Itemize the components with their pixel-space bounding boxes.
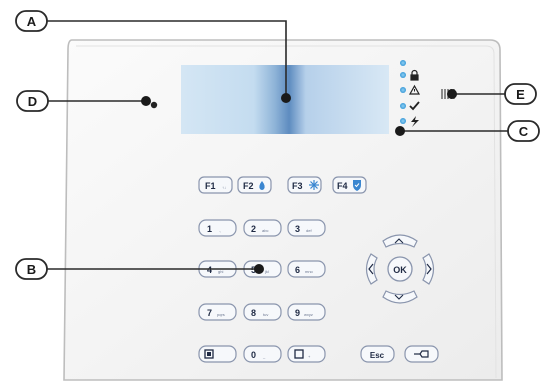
svg-text:8: 8 [251,308,256,318]
ok-button[interactable]: OK [387,256,413,282]
key-6[interactable]: 6 mno [287,260,326,278]
home-icon [394,238,404,244]
svg-text:9: 9 [295,308,300,318]
svg-text:4: 4 [207,265,212,275]
svg-text:abc: abc [262,228,268,233]
lock-icon [410,69,419,81]
callout-a: A [15,10,48,32]
nav-up-button[interactable] [382,234,418,248]
svg-text:3: 3 [295,224,300,234]
callout-e: E [504,83,537,105]
arrow-left-icon [368,263,374,275]
svg-text:F2: F2 [243,181,254,191]
square-icon [294,349,304,359]
svg-text:tuv: tuv [263,312,268,317]
key-0[interactable]: 0 _ [243,345,282,363]
menu-icon [204,349,214,359]
led-icon [400,118,406,124]
callout-target-c [395,126,405,136]
home-down-icon [394,294,404,300]
key-3[interactable]: 3 def [287,219,326,237]
led-icon [400,60,406,66]
shield-icon [353,180,361,191]
warning-icon [408,84,421,95]
key-8[interactable]: 8 tuv [243,303,282,321]
numeric-keypad: 1 ., 2 abc 3 def 4 ghi 5 jkl 6 mno [198,219,326,363]
power-icon [411,116,419,127]
svg-text:_: _ [262,354,266,359]
svg-text:.,: ., [219,228,221,233]
led-icon [400,72,406,78]
status-indicators [400,60,421,127]
callout-target-a [281,93,291,103]
svg-text:1: 1 [207,224,212,234]
callout-target-b [254,264,264,274]
svg-text:↑↓: ↑↓ [222,185,226,190]
svg-text:6: 6 [295,265,300,275]
svg-text:F3: F3 [292,181,303,191]
svg-text:D: D [28,94,37,109]
svg-text:F1: F1 [205,181,216,191]
f3-key[interactable]: F3 [287,176,322,194]
svg-text:mno: mno [305,269,314,274]
callout-targets [141,89,457,274]
navigation-cluster: OK [365,234,435,304]
svg-text:pqrs: pqrs [217,312,225,317]
nav-left-button[interactable] [365,253,378,285]
callout-d: D [16,90,49,112]
function-keys: F1 ↑↓ F2 F3 F4 [198,176,367,194]
svg-text:OK: OK [393,265,407,275]
callout-c: C [507,120,540,142]
flame-icon [259,181,265,190]
svg-text:C: C [519,124,529,139]
esc-button[interactable]: Esc [360,345,395,363]
callout-b: B [15,258,48,280]
svg-text:2: 2 [251,224,256,234]
clear-icon [414,350,429,358]
svg-text:E: E [516,87,525,102]
check-icon [409,101,420,111]
svg-text:ghi: ghi [218,269,223,274]
svg-text:F4: F4 [337,181,348,191]
nav-down-button[interactable] [382,290,418,304]
f2-key[interactable]: F2 [237,176,272,194]
microphone-icon [150,101,158,109]
svg-text:+: + [308,354,311,359]
arrow-right-icon [426,263,432,275]
led-icon [400,87,406,93]
svg-text:A: A [27,14,37,29]
callout-line-a [47,20,287,98]
key-hash[interactable]: + [287,345,326,363]
led-icon [400,103,406,109]
snowflake-icon [309,180,319,190]
svg-text:Esc: Esc [370,351,385,360]
key-menu[interactable] [198,345,237,363]
callout-target-d [141,96,151,106]
clear-button[interactable] [404,345,439,363]
svg-text:wxyz: wxyz [304,312,313,317]
f4-key[interactable]: F4 [332,176,367,194]
key-1[interactable]: 1 ., [198,219,237,237]
svg-text:7: 7 [207,308,212,318]
key-7[interactable]: 7 pqrs [198,303,237,321]
key-2[interactable]: 2 abc [243,219,282,237]
callout-target-e [447,89,457,99]
f1-key[interactable]: F1 ↑↓ [198,176,233,194]
svg-text:5: 5 [251,265,256,275]
svg-text:B: B [27,262,36,277]
svg-text:jkl: jkl [264,269,269,274]
svg-text:0: 0 [251,350,256,360]
key-9[interactable]: 9 wxyz [287,303,326,321]
nav-right-button[interactable] [422,253,435,285]
callout-lines [47,20,508,270]
svg-text:def: def [306,228,312,233]
